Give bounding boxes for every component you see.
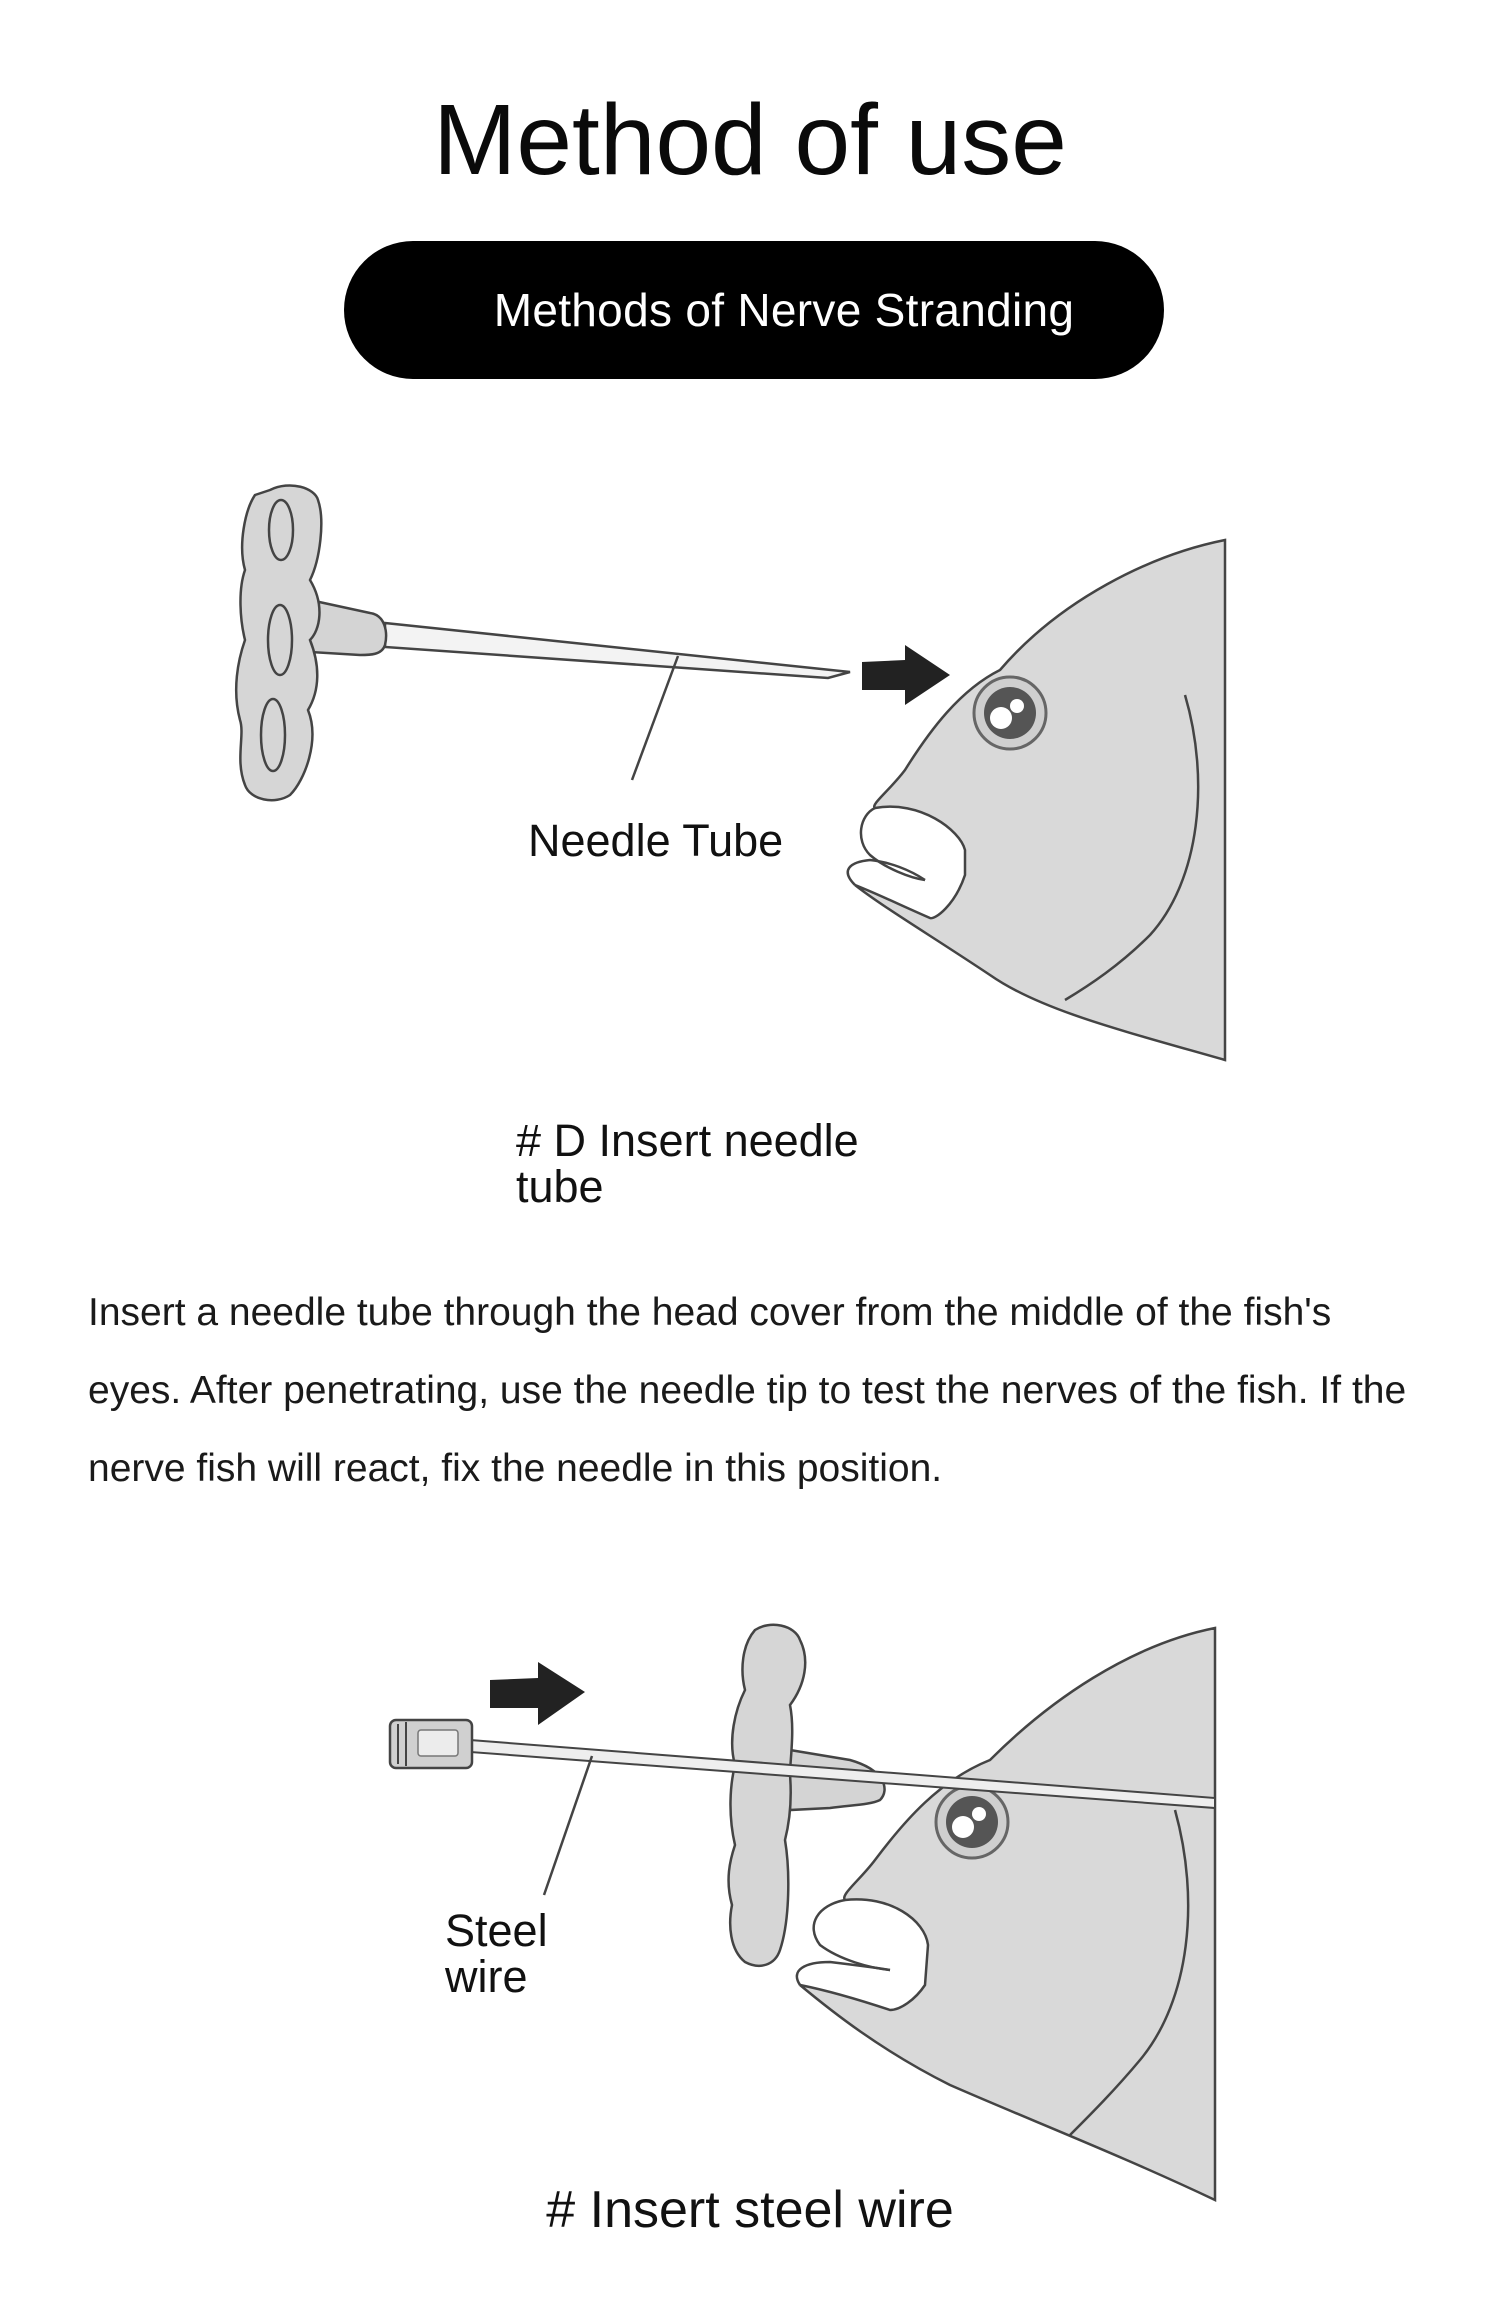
steel-wire-label-line2: wire (445, 1951, 528, 2002)
steel-wire-label-line1: Steel (445, 1905, 548, 1956)
step2-caption: # Insert steel wire (546, 2181, 954, 2239)
step1-caption-line2: tube (516, 1161, 604, 1212)
needle-tube-label: Needle Tube (528, 815, 784, 866)
section-pill-label: Methods of Nerve Stranding (493, 284, 1075, 336)
step1-caption-line1: # D Insert needle (516, 1115, 859, 1166)
fish-head-icon (846, 538, 1227, 1062)
push-arrow-icon (490, 1662, 585, 1725)
fish-head-icon (795, 1626, 1217, 2202)
step1-description: Insert a needle tube through the head co… (88, 1291, 1407, 1490)
t-handle-tool-icon (234, 484, 388, 802)
page-title: Method of use (433, 84, 1067, 196)
step1-caption: # D Insert needle tube (516, 1118, 896, 1210)
needle-tube-icon (383, 621, 851, 680)
steel-wire-illustration (388, 1623, 1217, 2202)
steel-wire-icon (388, 1718, 1216, 1810)
push-arrow-icon (862, 645, 950, 705)
section-pill: Methods of Nerve Stranding (344, 241, 1164, 379)
needle-illustration (234, 484, 1227, 1062)
steel-wire-label: Steel wire (445, 1908, 595, 2000)
t-handle-tool-icon (727, 1623, 886, 1967)
